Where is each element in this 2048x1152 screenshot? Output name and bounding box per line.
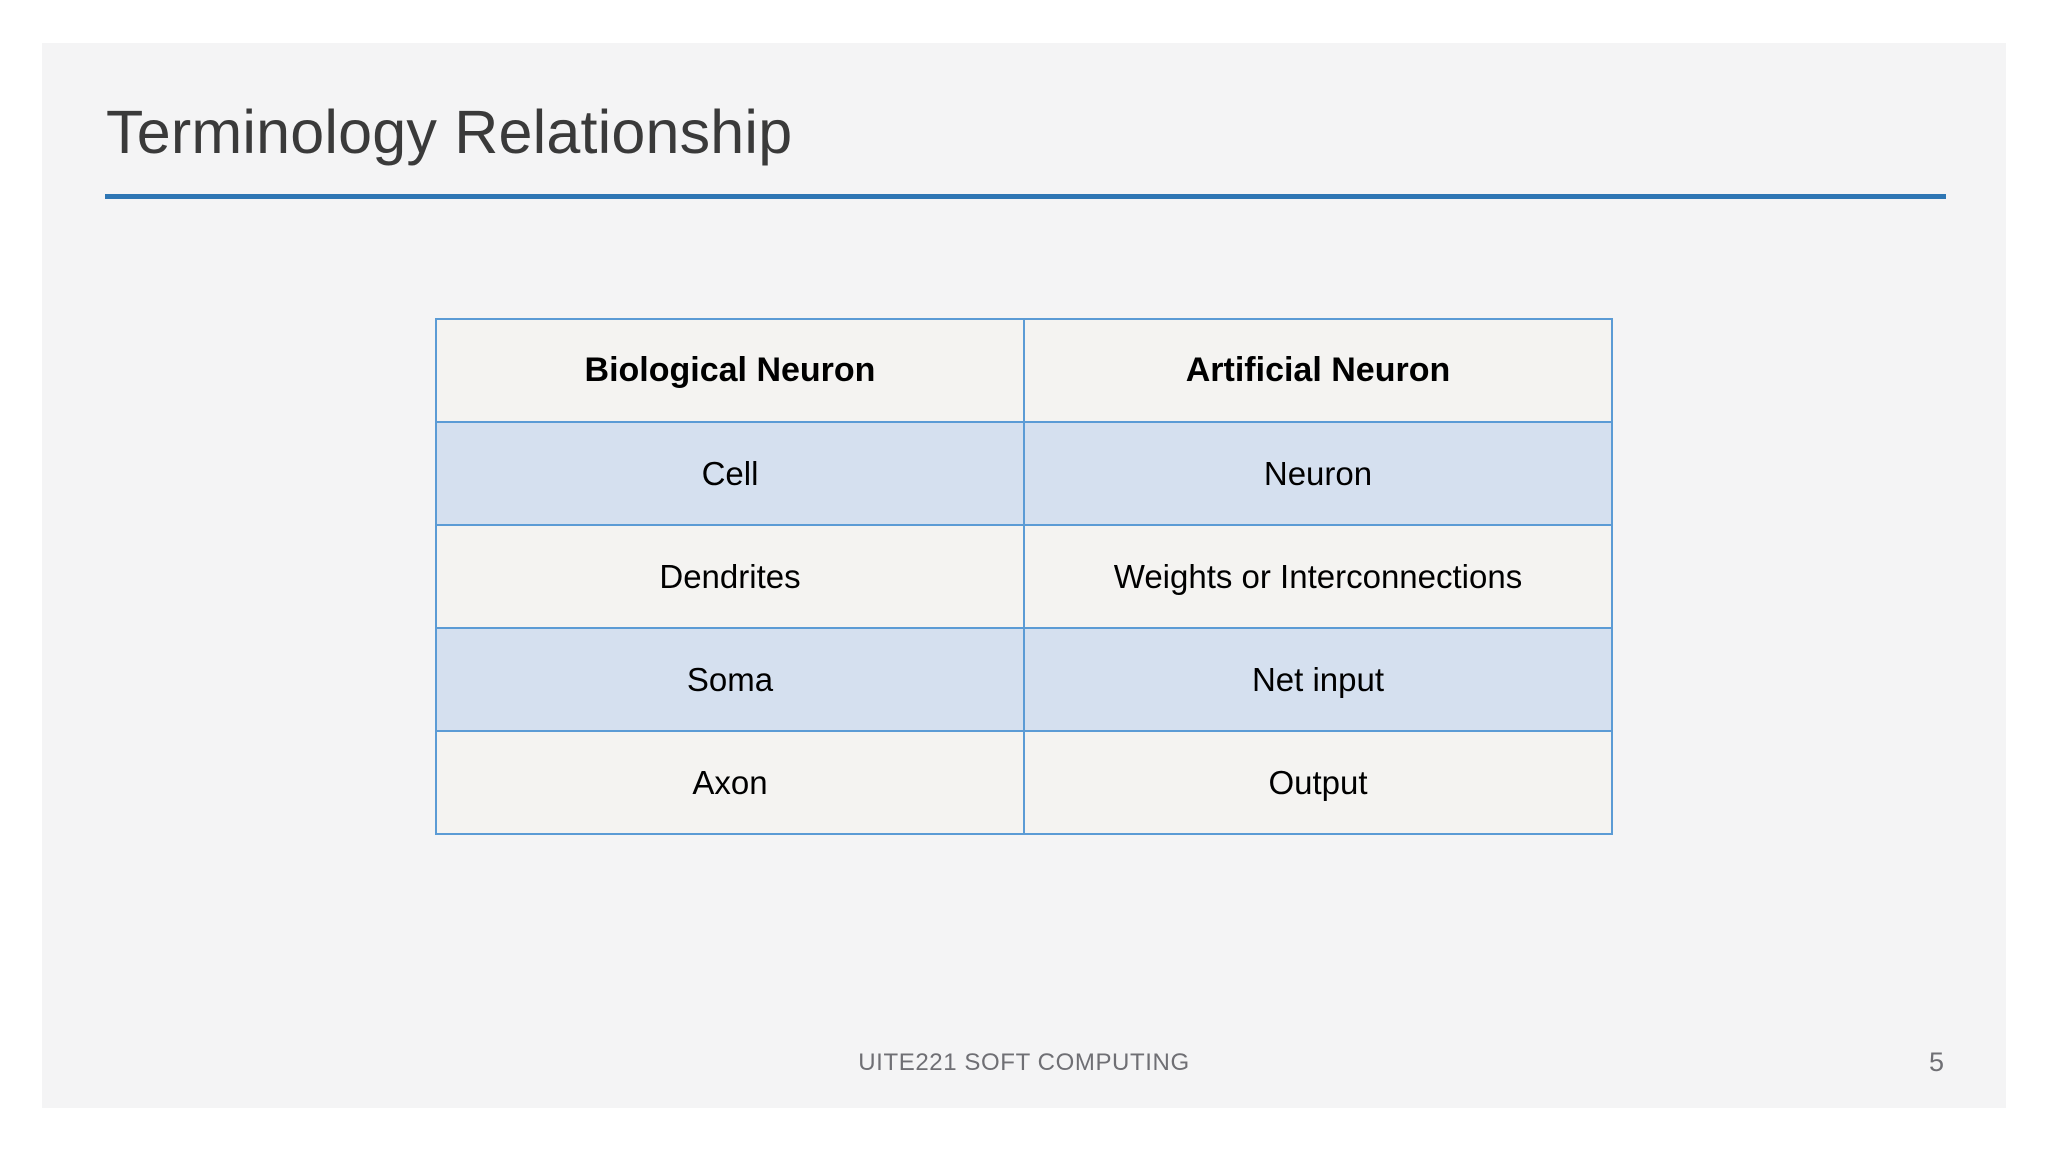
cell-artificial-weights: Weights or Interconnections xyxy=(1023,524,1613,629)
table-row: Cell Neuron xyxy=(435,421,1613,526)
cell-biological-dendrites: Dendrites xyxy=(435,524,1025,629)
cell-artificial-neuron: Neuron xyxy=(1023,421,1613,526)
column-header-artificial-neuron: Artificial Neuron xyxy=(1023,318,1613,423)
cell-biological-soma: Soma xyxy=(435,627,1025,732)
table-body: Cell Neuron Dendrites Weights or Interco… xyxy=(435,421,1613,835)
page-title: Terminology Relationship xyxy=(106,98,793,166)
title-underline-rule xyxy=(105,194,1946,199)
table-row: Dendrites Weights or Interconnections xyxy=(435,524,1613,629)
column-header-biological-neuron: Biological Neuron xyxy=(435,318,1025,423)
cell-artificial-output: Output xyxy=(1023,730,1613,835)
table-row: Axon Output xyxy=(435,730,1613,835)
page-number: 5 xyxy=(1928,1047,1944,1077)
table-row: Soma Net input xyxy=(435,627,1613,732)
table-header-row: Biological Neuron Artificial Neuron xyxy=(435,318,1613,423)
footer-course-label: UITE221 SOFT COMPUTING xyxy=(858,1049,1190,1076)
terminology-table: Biological Neuron Artificial Neuron Cell… xyxy=(435,318,1613,835)
cell-biological-cell: Cell xyxy=(435,421,1025,526)
cell-biological-axon: Axon xyxy=(435,730,1025,835)
table-header: Biological Neuron Artificial Neuron xyxy=(435,318,1613,423)
terminology-table-container: Biological Neuron Artificial Neuron Cell… xyxy=(435,318,1613,835)
cell-artificial-net-input: Net input xyxy=(1023,627,1613,732)
slide-canvas: Terminology Relationship Biological Neur… xyxy=(42,43,2006,1108)
